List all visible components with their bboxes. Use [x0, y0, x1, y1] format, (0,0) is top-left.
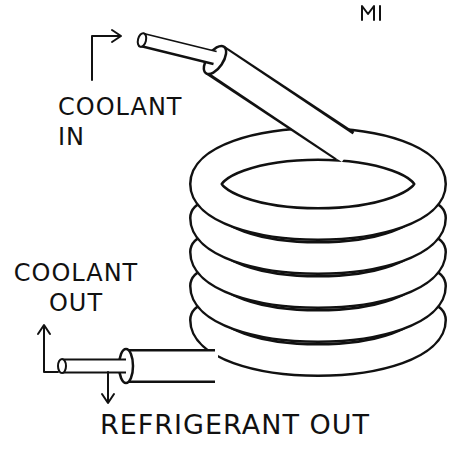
outer-pipe — [124, 352, 218, 381]
coil-top-loop — [206, 144, 430, 224]
coil-top-loop — [206, 144, 430, 224]
arrow-head — [102, 394, 114, 403]
inner-pipe — [60, 361, 128, 372]
outer-pipe — [213, 58, 350, 150]
arrow-head — [112, 30, 121, 42]
flow-arrow — [92, 36, 120, 80]
refrigerant-label: REFRIGERANT OUT — [100, 408, 450, 442]
pipe-opening — [136, 32, 147, 48]
outlet-label: COOLANT OUT — [6, 258, 146, 318]
arrow-head — [38, 325, 50, 334]
edge-mark — [362, 6, 380, 20]
inlet-label: COOLANT IN — [58, 92, 193, 152]
pipe-opening — [58, 359, 66, 373]
inner-pipe — [140, 39, 217, 58]
flow-arrow — [107, 372, 109, 402]
flow-arrow — [44, 326, 58, 372]
